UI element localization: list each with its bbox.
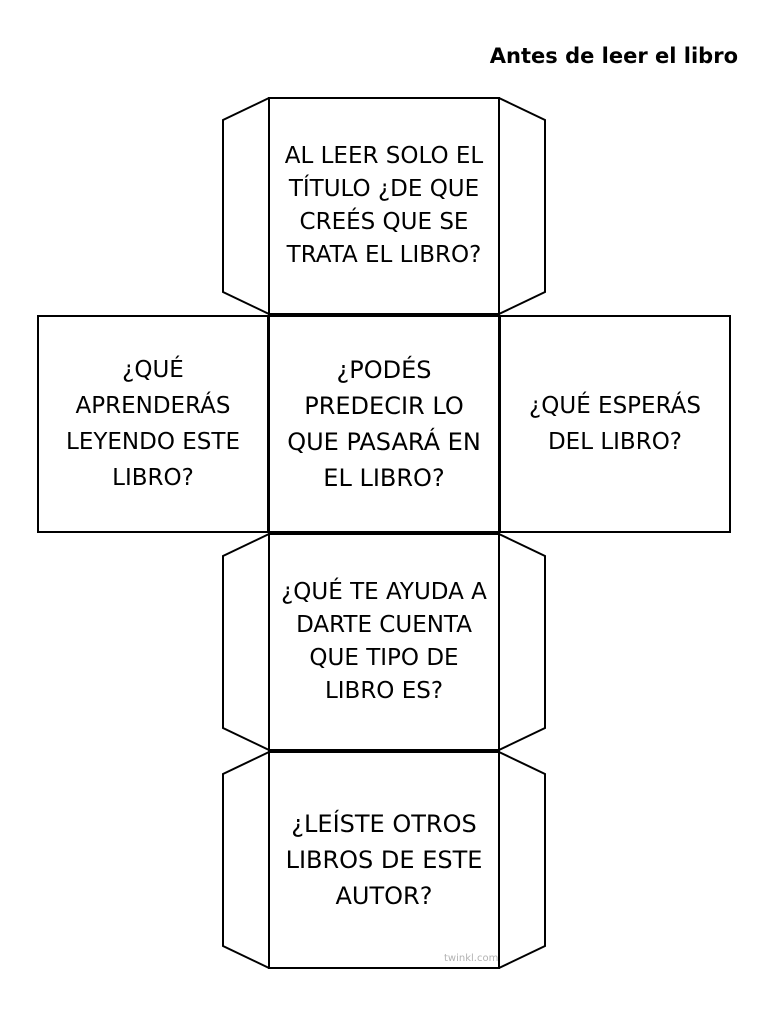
page-title: Antes de leer el libro — [489, 44, 738, 68]
face-top-text: AL LEER SOLO EL TÍTULO ¿DE QUE CREÉS QUE… — [284, 143, 484, 268]
cube-face-top: AL LEER SOLO EL TÍTULO ¿DE QUE CREÉS QUE… — [269, 98, 499, 314]
face-left-text: ¿QUÉ APRENDERÁS LEYENDO ESTE LIBRO? — [66, 357, 240, 491]
face-right-text: ¿QUÉ ESPERÁS DEL LIBRO? — [529, 393, 701, 455]
face-center-text: ¿PODÉS PREDECIR LO QUE PASARÁ EN EL LIBR… — [287, 356, 481, 492]
face-middle-text: ¿QUÉ TE AYUDA A DARTE CUENTA QUE TIPO DE… — [281, 579, 487, 704]
face-bottom-text: ¿LEÍSTE OTROS LIBROS DE ESTE AUTOR? — [285, 810, 483, 910]
cube-face-center: ¿PODÉS PREDECIR LO QUE PASARÁ EN EL LIBR… — [269, 316, 499, 532]
cube-face-middle: ¿QUÉ TE AYUDA A DARTE CUENTA QUE TIPO DE… — [269, 534, 499, 750]
cube-face-right: ¿QUÉ ESPERÁS DEL LIBRO? — [500, 316, 730, 532]
cube-face-bottom: ¿LEÍSTE OTROS LIBROS DE ESTE AUTOR? — [269, 752, 499, 968]
brand-watermark: twinkl.com — [444, 953, 499, 964]
cube-face-left: ¿QUÉ APRENDERÁS LEYENDO ESTE LIBRO? — [38, 316, 268, 532]
